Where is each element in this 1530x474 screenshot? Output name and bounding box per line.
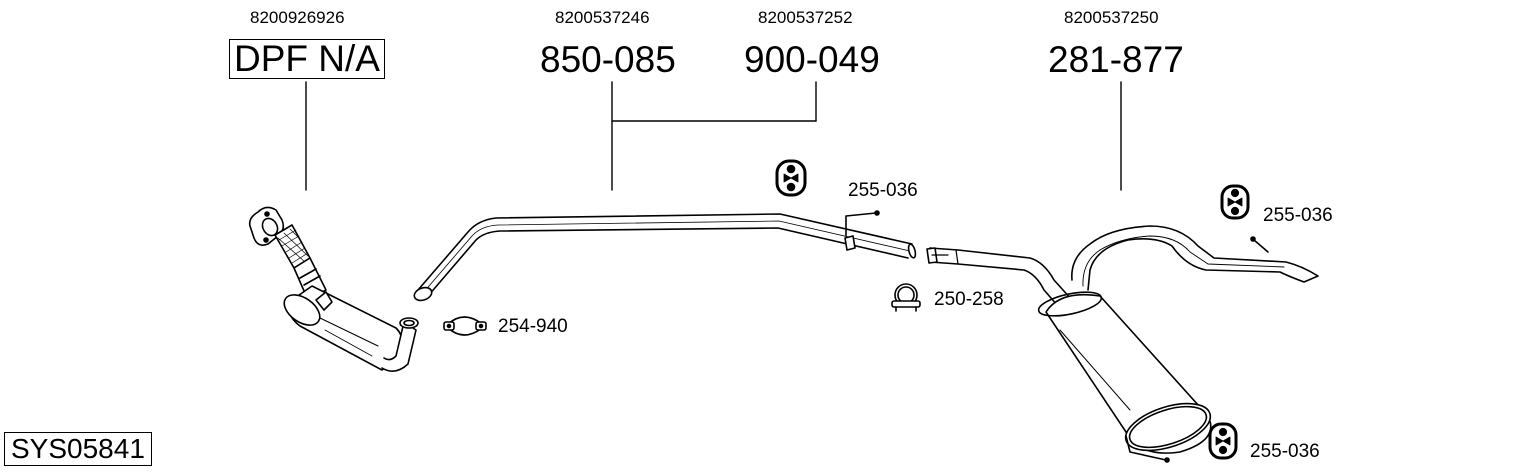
rear-silencer-drawing [926, 225, 1319, 463]
oem-number-middle-pipe: 8200537252 [758, 8, 853, 27]
accessory-label-clamp-2[interactable]: 250-258 [934, 289, 1004, 310]
accessory-label-hanger-2[interactable]: 255-036 [1263, 205, 1333, 226]
accessory-label-hanger-3[interactable]: 255-036 [1250, 441, 1320, 462]
rubber-hanger-icon [1208, 422, 1238, 460]
flange-clamp-icon [443, 316, 487, 336]
u-bolt-clamp-icon [891, 283, 921, 312]
part-number-front-pipe[interactable]: 850-085 [540, 39, 676, 80]
leader-lines [305, 81, 1122, 191]
dpf-drawing [248, 206, 419, 372]
middle-pipe-drawing [413, 210, 917, 302]
rubber-hanger-icon [1220, 184, 1250, 220]
part-number-dpf[interactable]: DPF N/A [229, 39, 385, 79]
oem-number-front-pipe: 8200537246 [555, 8, 650, 27]
oem-number-dpf: 8200926926 [250, 8, 345, 27]
accessory-label-hanger-1[interactable]: 255-036 [848, 180, 918, 201]
system-code: SYS05841 [4, 432, 152, 466]
rubber-hanger-icon [775, 159, 807, 197]
accessory-label-clamp-1[interactable]: 254-940 [498, 316, 568, 337]
oem-number-rear-silencer: 8200537250 [1064, 8, 1159, 27]
part-number-middle-pipe[interactable]: 900-049 [744, 39, 880, 80]
part-number-rear-silencer[interactable]: 281-877 [1048, 39, 1184, 80]
